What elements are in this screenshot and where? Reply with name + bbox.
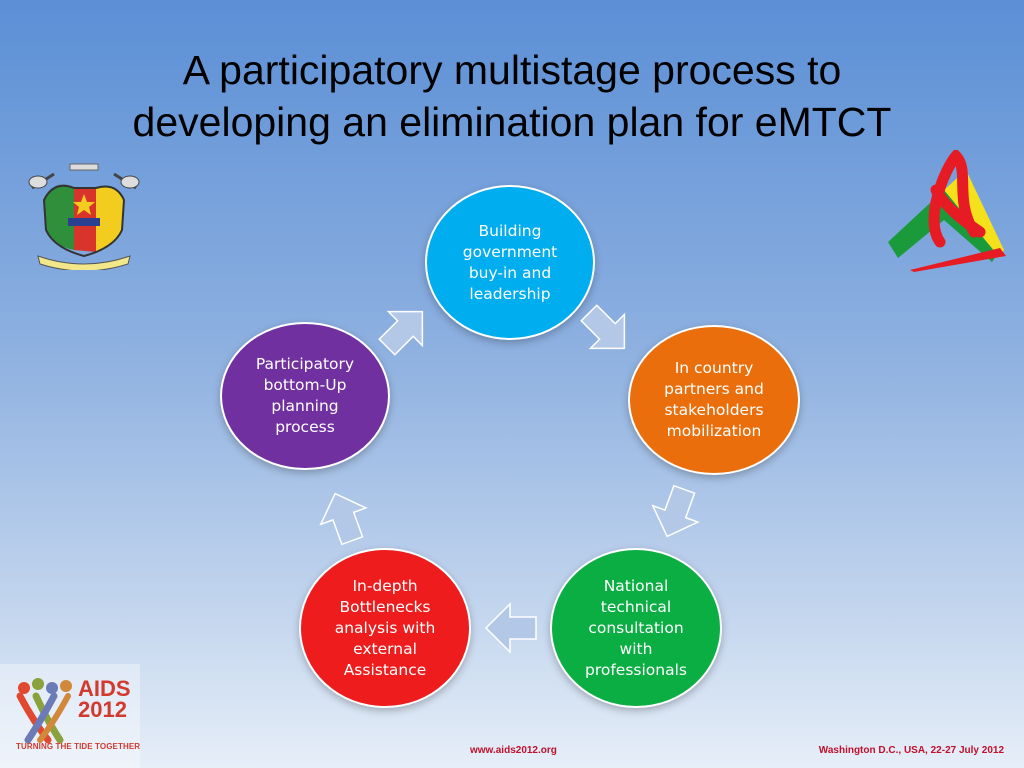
arrow-planning-to-building (378, 310, 424, 356)
title-line-2: developing an elimination plan for eMTCT (132, 99, 892, 145)
aids-tagline: TURNING THE TIDE TOGETHER (16, 742, 141, 751)
footer-url-link[interactable]: www.aids2012.org (470, 745, 557, 756)
footer-logo-panel (0, 664, 140, 768)
node-label: In-depth Bottlenecks analysis with exter… (334, 576, 436, 679)
node-label: Participatory bottom-Up planning process (255, 355, 355, 436)
slide-title: A participatory multistage process to de… (40, 44, 984, 148)
arrow-partners-to-consultation (651, 484, 700, 538)
node-label: Building government buy-in and leadershi… (462, 221, 558, 303)
coat-of-arms-logo (28, 163, 140, 270)
arrow-building-to-partners (580, 304, 626, 350)
aids-logo-line-2: 2012 (78, 697, 127, 722)
aids-2012-logo (16, 678, 72, 744)
arrow-analysis-to-planning (319, 492, 368, 546)
block-arrow (484, 602, 537, 654)
process-node-bottlenecks-analysis: In-depth Bottlenecks analysis with exter… (299, 548, 471, 708)
process-node-partners-mobilization: In country partners and stakeholders mob… (628, 325, 800, 475)
cnls-ribbon-logo (888, 150, 1006, 272)
arrow-consultation-to-analysis (484, 602, 537, 654)
block-arrow (651, 484, 700, 538)
node-label: National technical consultation with pro… (585, 576, 687, 679)
block-arrow (580, 304, 626, 350)
title-line-1: A participatory multistage process to (182, 47, 842, 93)
node-label: In country partners and stakeholders mob… (664, 359, 764, 440)
block-arrow (319, 492, 368, 546)
process-node-national-consultation: National technical consultation with pro… (550, 548, 722, 708)
footer-location: Washington D.C., USA, 22-27 July 2012 (818, 745, 1004, 756)
process-node-bottom-up-planning: Participatory bottom-Up planning process (220, 322, 390, 470)
aids-logo-line-1: AIDS (78, 676, 131, 701)
aids-logo-text: AIDS 2012 (78, 676, 131, 722)
block-arrow (378, 310, 424, 356)
process-node-building-government: Building government buy-in and leadershi… (425, 185, 595, 340)
